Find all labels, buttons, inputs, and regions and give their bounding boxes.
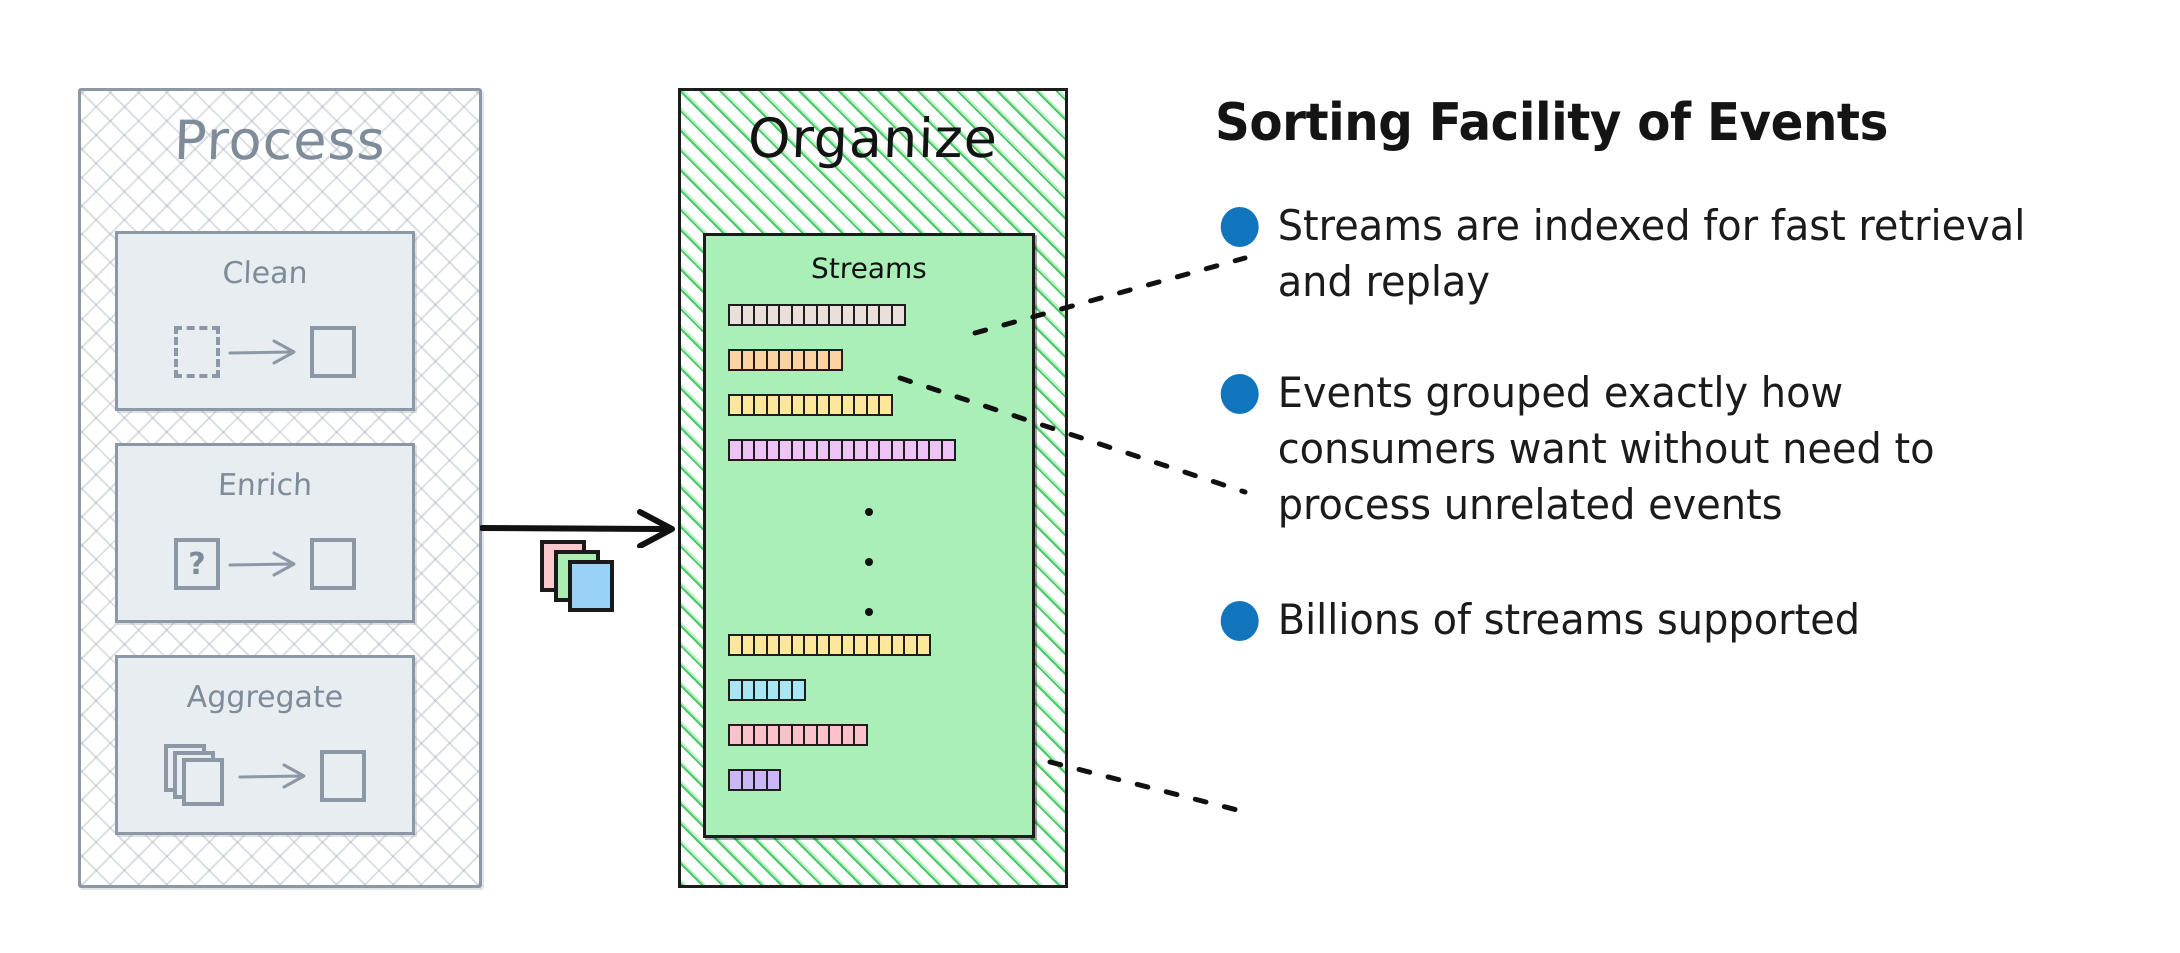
process-step-glyphs: ? [118, 524, 412, 604]
streams-container: Streams [703, 233, 1035, 838]
stream-row[interactable] [728, 679, 806, 701]
process-step-glyphs [118, 312, 412, 392]
process-panel-title: Process [172, 109, 388, 172]
info-bullet-text: Billions of streams supported [1277, 594, 1861, 644]
process-panel: Process Clean Enrich ? [78, 88, 482, 888]
stream-segment [828, 349, 843, 371]
question-square-icon: ? [174, 538, 220, 590]
page-title: Sorting Facility of Events [1215, 93, 1888, 153]
stream-row[interactable] [728, 439, 956, 461]
process-step-label: Clean [221, 256, 309, 291]
vertical-ellipsis-icon [706, 504, 1032, 634]
square-icon [310, 326, 356, 378]
process-step-glyphs [118, 736, 412, 816]
info-bullet-text: Streams are indexed for fast retrieval a… [1277, 201, 2026, 307]
stream-segment [940, 439, 956, 461]
stream-row[interactable] [728, 349, 843, 371]
stream-segment [890, 304, 906, 326]
stream-row[interactable] [728, 394, 893, 416]
stream-row[interactable] [728, 724, 868, 746]
flow-arrow-icon [480, 509, 675, 548]
process-step-enrich[interactable]: Enrich ? [115, 443, 415, 623]
info-bullet-3: Billions of streams supported [1215, 592, 2070, 648]
bullet-dot-icon [1220, 207, 1259, 248]
right-arrow-icon [228, 551, 296, 577]
process-step-label: Aggregate [186, 680, 344, 715]
organize-panel: Organize Streams [678, 88, 1068, 888]
info-bullet-text: Events grouped exactly how consumers wan… [1277, 367, 1935, 530]
right-arrow-icon [238, 763, 306, 789]
process-step-clean[interactable]: Clean [115, 231, 415, 411]
stacked-event-cards-icon [540, 540, 626, 616]
process-step-aggregate[interactable]: Aggregate [115, 655, 415, 835]
stream-row[interactable] [728, 769, 781, 791]
info-bullet-2: Events grouped exactly how consumers wan… [1215, 365, 2070, 534]
stream-segment [853, 724, 868, 746]
square-icon [310, 538, 356, 590]
organize-panel-title: Organize [746, 107, 1000, 170]
bullet-dot-icon [1220, 600, 1259, 641]
right-arrow-icon [228, 339, 296, 365]
square-icon [320, 750, 366, 802]
stacked-squares-icon [164, 744, 230, 808]
info-bullet-1: Streams are indexed for fast retrieval a… [1215, 198, 2070, 311]
bullet-dot-icon [1220, 373, 1259, 414]
stream-segment [790, 679, 806, 701]
stream-segment [765, 769, 781, 791]
connector-line-3 [1047, 759, 1248, 815]
streams-title: Streams [810, 252, 928, 285]
stream-row[interactable] [728, 304, 906, 326]
info-column: Sorting Facility of Events Streams are i… [1215, 93, 2115, 648]
stream-segment [915, 634, 931, 656]
stream-row[interactable] [728, 634, 931, 656]
process-step-label: Enrich [217, 468, 313, 503]
stream-segment [878, 394, 893, 416]
dashed-square-icon [174, 326, 220, 378]
